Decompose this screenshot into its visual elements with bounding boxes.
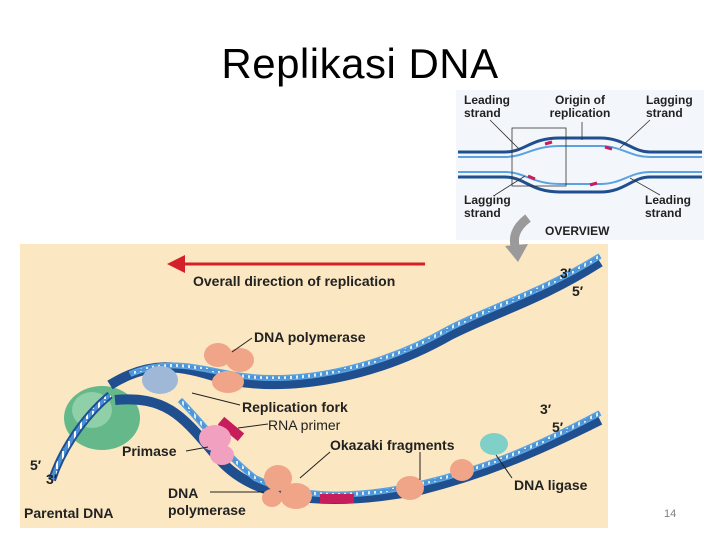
overview-parental-strand-top — [458, 136, 702, 154]
dna-polymerase-right-2 — [450, 459, 474, 481]
dna-polymerase-top — [204, 343, 254, 393]
dna-ligase — [480, 433, 508, 455]
end-5-mid: 5′ — [552, 419, 564, 435]
overview-primer-1 — [544, 140, 553, 146]
end-5-left: 5′ — [30, 457, 42, 473]
overview-origin-box — [511, 127, 567, 187]
zoom-arrow-head — [505, 244, 528, 262]
overview-background — [456, 90, 704, 240]
page-number: 14 — [664, 508, 677, 520]
overview-parental-strand-bottom — [458, 175, 702, 194]
rna-primer-1 — [217, 416, 245, 442]
end-5-top: 5′ — [572, 283, 584, 299]
slide-title: Replikasi DNA — [221, 40, 499, 87]
dna-polymerase-right-1 — [396, 476, 424, 500]
overview-primer-3 — [527, 174, 536, 181]
rna-primer-2 — [320, 494, 354, 503]
blue-polymerase-complex — [142, 366, 178, 394]
overall-direction-label: Overall direction of replication — [193, 273, 395, 289]
overview-caption: OVERVIEW — [545, 224, 610, 238]
dna-polymerase-bottom — [262, 465, 312, 509]
overview-primer-4 — [589, 181, 598, 187]
label-replication-fork: Replication fork — [242, 399, 348, 415]
end-3-left: 3′ — [46, 471, 58, 487]
end-3-mid: 3′ — [540, 401, 552, 417]
label-dna-ligase: DNA ligase — [514, 477, 588, 493]
end-3-top: 3′ — [560, 265, 572, 281]
overview-new-strand-top — [458, 145, 702, 158]
label-primase: Primase — [122, 443, 177, 459]
label-parental-dna: Parental DNA — [24, 505, 113, 521]
main-panel: Overall direction of replication — [20, 214, 608, 528]
label-rna-primer: RNA primer — [268, 417, 341, 433]
overview-primer-2 — [604, 145, 613, 151]
overview-new-strand-bottom — [458, 171, 702, 185]
label-dna-polymerase-top: DNA polymerase — [254, 329, 366, 345]
lagging-template-strand — [114, 394, 603, 504]
label-okazaki-fragments: Okazaki fragments — [330, 437, 455, 453]
primase — [199, 425, 234, 465]
